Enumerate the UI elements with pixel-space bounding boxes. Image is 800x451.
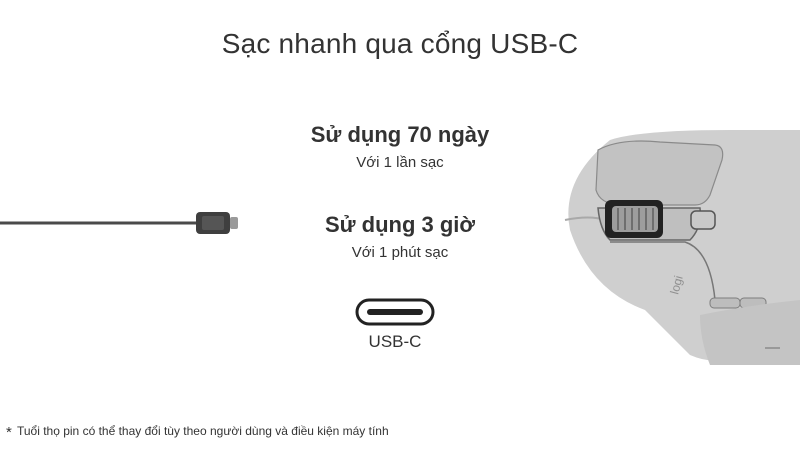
usb-c-cable-icon [0, 212, 238, 234]
footnote: * Tuổi thọ pin có thể thay đổi tùy theo … [6, 424, 389, 441]
battery-stat-quick-charge: Sử dụng 3 giờ Với 1 phút sạc [300, 212, 500, 261]
footnote-marker: * [6, 424, 12, 441]
battery-stat-charge: Sử dụng 70 ngày Với 1 lần sạc [300, 122, 500, 171]
brand-logo: logi [667, 274, 685, 296]
usb-c-label: USB-C [368, 332, 422, 351]
stat-heading: Sử dụng 70 ngày [310, 122, 490, 147]
mouse-illustration: logi [564, 130, 800, 365]
usb-c-port-icon [355, 298, 435, 326]
footnote-text: Tuổi thọ pin có thể thay đổi tùy theo ng… [16, 424, 389, 438]
page-title: Sạc nhanh qua cổng USB-C [221, 28, 579, 59]
stat-subtext: Với 1 phút sạc [351, 244, 449, 261]
stat-subtext: Với 1 lần sạc [356, 154, 444, 171]
stat-heading: Sử dụng 3 giờ [324, 212, 476, 237]
